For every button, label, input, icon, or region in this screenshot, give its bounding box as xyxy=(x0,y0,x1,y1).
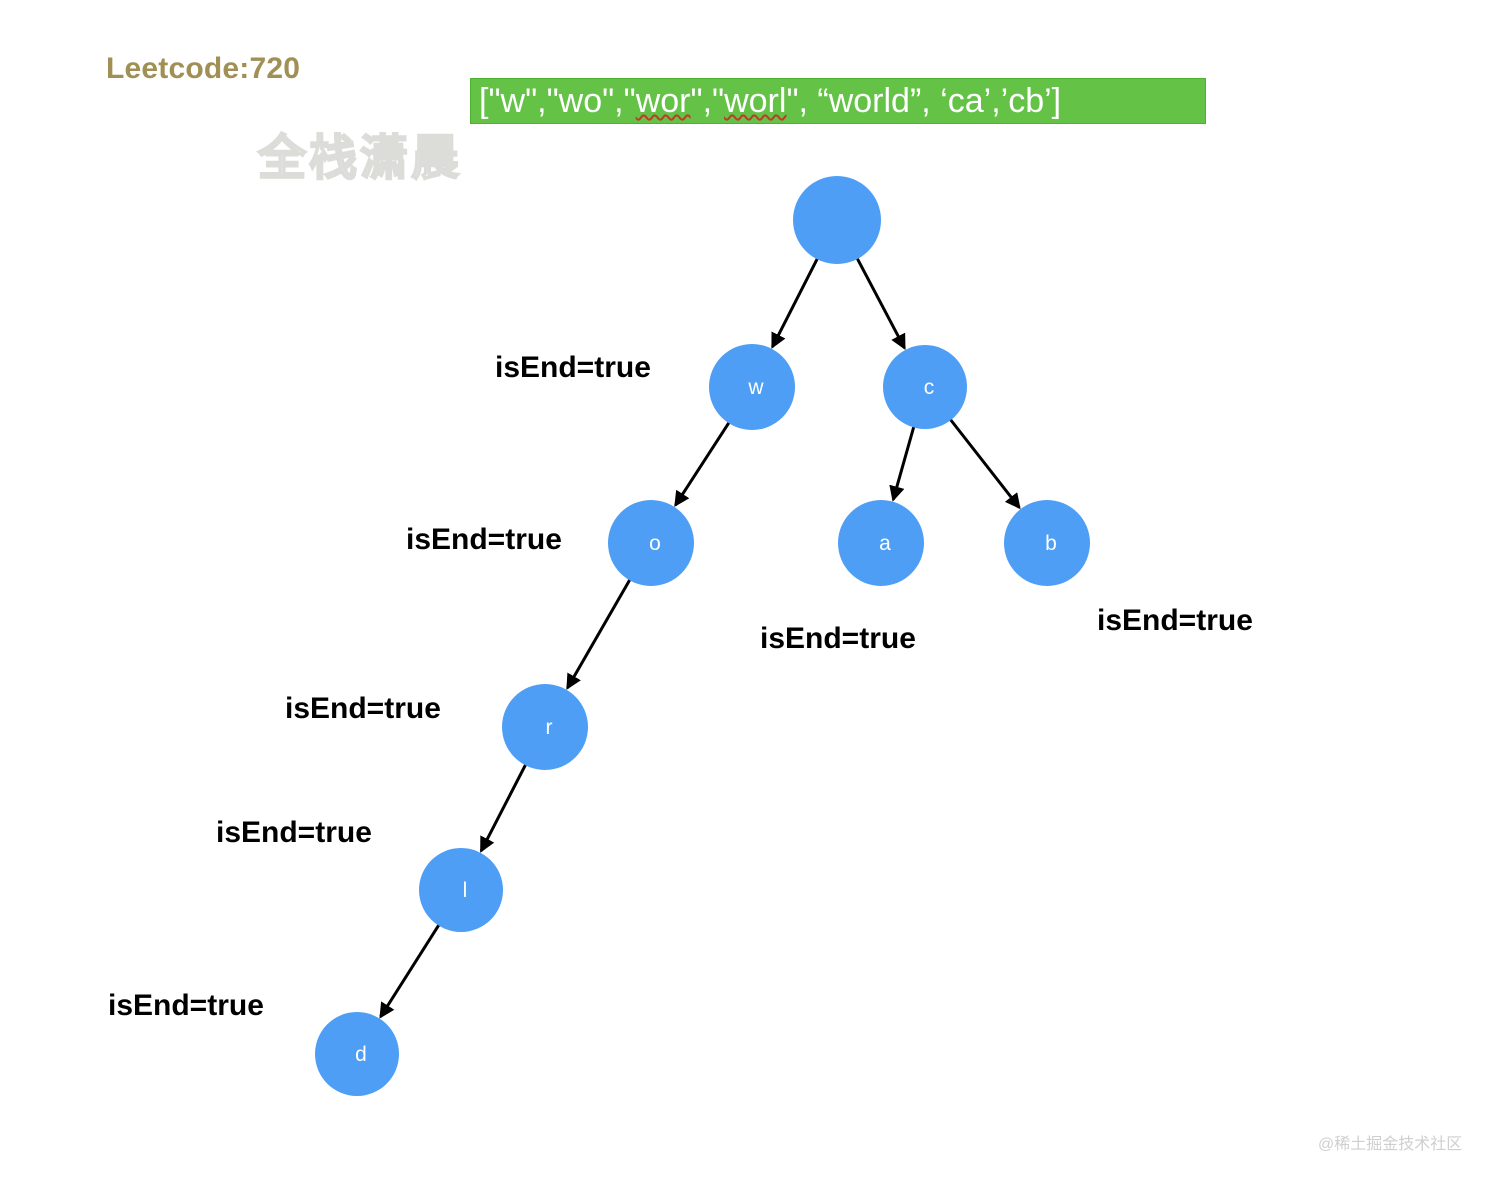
isend-label-w: isEnd=true xyxy=(495,351,651,384)
trie-node-w: w xyxy=(709,344,795,430)
trie-node-label: c xyxy=(923,375,935,399)
isend-label-r: isEnd=true xyxy=(285,692,441,725)
tree-edge-r-to-l xyxy=(479,762,528,853)
tree-edge-l-to-d xyxy=(379,922,441,1019)
trie-node-label: r xyxy=(545,715,553,739)
word-list-segment: ", “world”, ‘ca’,’cb’] xyxy=(786,82,1062,120)
isend-label-l: isEnd=true xyxy=(216,816,372,849)
tree-edge-o-to-r xyxy=(566,577,632,690)
isend-label-b: isEnd=true xyxy=(1097,604,1253,637)
tree-edge-root-to-c xyxy=(855,256,906,351)
trie-node-o: o xyxy=(608,500,694,586)
trie-node-l: l xyxy=(419,848,503,932)
misspelled-word: worl xyxy=(724,82,787,120)
trie-node-label: b xyxy=(1045,531,1057,555)
trie-node-label: w xyxy=(748,375,764,399)
word-list-banner: ["w","wo","wor","worl", “world”, ‘ca’,’c… xyxy=(470,78,1206,124)
isend-label-o: isEnd=true xyxy=(406,523,562,556)
isend-label-a: isEnd=true xyxy=(760,622,916,655)
tree-edge-w-to-o xyxy=(674,420,731,508)
isend-label-d: isEnd=true xyxy=(108,989,264,1022)
trie-node-label: o xyxy=(649,531,661,555)
trie-node-b: b xyxy=(1004,500,1090,586)
trie-node-label: d xyxy=(355,1042,367,1066)
page-title: Leetcode:720 xyxy=(106,52,301,85)
word-list-segment: ["w","wo"," xyxy=(479,82,636,120)
watermark-community: @稀土掘金技术社区 xyxy=(1318,1136,1463,1153)
trie-node-label: a xyxy=(879,531,891,555)
word-list-text: ["w","wo","wor","worl", “world”, ‘ca’,’c… xyxy=(479,84,1061,118)
trie-node-a: a xyxy=(838,500,924,586)
watermark-author: 全栈潇晨 xyxy=(257,131,463,186)
trie-node-r: r xyxy=(502,684,588,770)
word-list-segment: "," xyxy=(690,82,725,120)
trie-node-root xyxy=(793,176,881,264)
tree-edge-c-to-a xyxy=(889,425,916,502)
trie-node-label: l xyxy=(462,878,468,902)
trie-node-d: d xyxy=(315,1012,399,1096)
misspelled-word: wor xyxy=(635,82,691,120)
tree-edge-root-to-w xyxy=(771,256,820,349)
trie-node-c: c xyxy=(883,345,967,429)
tree-edge-c-to-b xyxy=(948,417,1021,510)
